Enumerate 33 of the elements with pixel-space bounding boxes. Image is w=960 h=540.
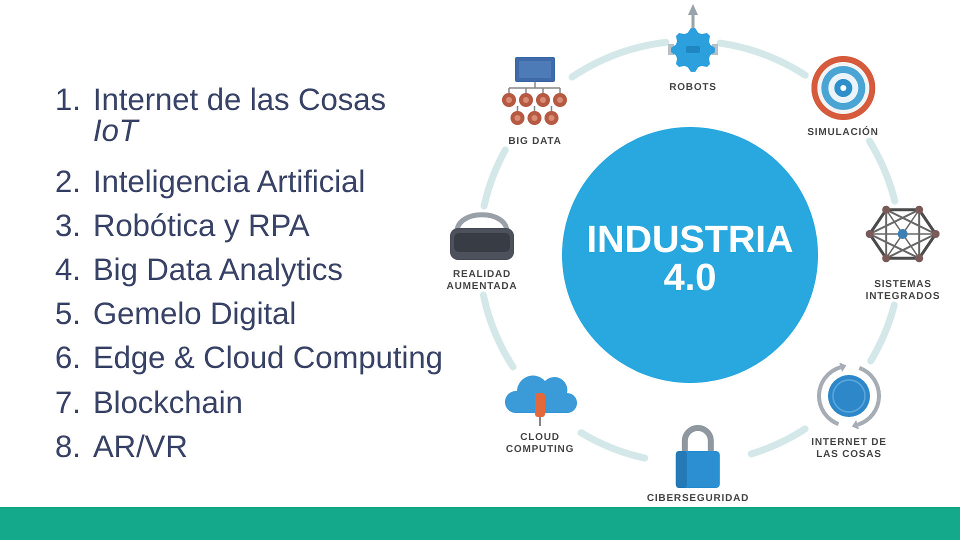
ring-connector	[716, 40, 809, 79]
ring-connector	[867, 302, 898, 364]
list-number: 7.	[55, 386, 81, 420]
pillar-label: INTERNET DE LAS COSAS	[810, 437, 888, 461]
list-item: Robótica y RPA	[93, 209, 310, 243]
ring-connector	[480, 146, 509, 210]
pillar-label: CIBERSEGURIDAD	[646, 493, 750, 505]
list-item: Blockchain	[93, 386, 243, 420]
list-item: Edge & Cloud Computing	[93, 341, 443, 375]
list-item: Big Data Analytics	[93, 253, 343, 287]
ring-connector	[568, 38, 670, 80]
list-number: 2.	[55, 165, 81, 199]
pillar-label: CLOUD COMPUTING	[504, 432, 576, 456]
pillar-label: BIG DATA	[508, 136, 562, 148]
list-item: Inteligencia Artificial	[93, 165, 366, 199]
ring-connector	[480, 292, 516, 370]
list-number: 8.	[55, 430, 81, 464]
list-number: 1.	[55, 84, 81, 114]
pillar-label: ROBOTS	[669, 82, 717, 94]
list-item: Gemelo Digital	[93, 297, 296, 331]
ring-connector	[578, 429, 648, 462]
pillar-label: SIMULACIÓN	[807, 127, 879, 139]
ring-connector	[866, 138, 898, 204]
list-number: 4.	[55, 253, 81, 287]
list-number: 3.	[55, 209, 81, 243]
list-number: 5.	[55, 297, 81, 331]
list-number: 6.	[55, 341, 81, 375]
ring-connector	[748, 425, 808, 458]
list-item: Internet de las Cosas IoT	[93, 84, 387, 146]
pillar-label: SISTEMAS INTEGRADOS	[866, 279, 940, 303]
pillar-label: REALIDAD AUMENTADA	[446, 269, 518, 293]
hub-title: INDUSTRIA 4.0	[586, 221, 794, 297]
list-item: AR/VR	[93, 430, 188, 464]
